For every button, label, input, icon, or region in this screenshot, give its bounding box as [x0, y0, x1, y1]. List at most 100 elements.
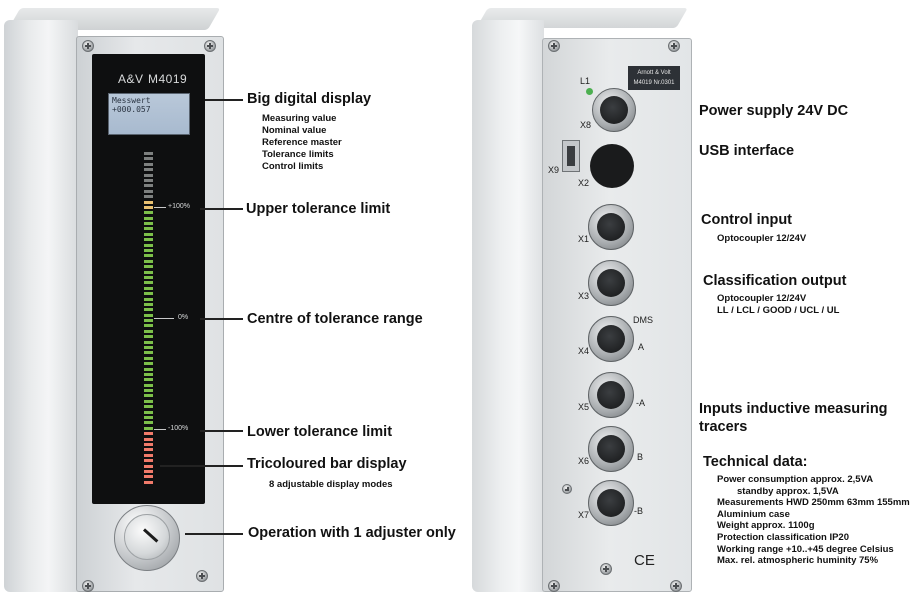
- bar-segment: [144, 232, 153, 236]
- bar-segment: [144, 442, 153, 446]
- bar-segment: [144, 448, 153, 452]
- bar-segment: [144, 308, 153, 312]
- connector-label-x1: X1: [578, 234, 590, 244]
- label-power-supply: Power supply 24V DC: [699, 103, 849, 119]
- bar-segment: [144, 426, 153, 430]
- bar-segment: [144, 410, 153, 414]
- display-items-list: Measuring value Nominal value Reference …: [262, 113, 342, 173]
- label-control-sub: Optocoupler 12/24V: [717, 233, 807, 244]
- inputs-label: Inputs inductive measuring tracers: [699, 400, 888, 436]
- bar-segment: [144, 340, 153, 344]
- plate-line: M4019 Nr.0301: [633, 80, 675, 86]
- bar-segment: [144, 222, 153, 225]
- screw-icon: [670, 580, 682, 592]
- callout-line: [200, 208, 243, 210]
- screw-icon: [548, 580, 560, 592]
- label-centre-tolerance: Centre of tolerance range: [247, 311, 423, 327]
- callout-line: [200, 318, 243, 320]
- bar-segment: [144, 200, 153, 204]
- callout-line: [160, 465, 243, 467]
- input-connector-x7[interactable]: [588, 480, 634, 526]
- scale-tick: [154, 429, 166, 430]
- bar-segment: [144, 216, 153, 220]
- screw-icon: [82, 40, 94, 52]
- classification-output-connector-x3[interactable]: [588, 260, 634, 306]
- technical-data-list: Power consumption approx. 2,5VA standby …: [717, 474, 910, 567]
- screw-icon: [548, 40, 560, 52]
- bar-segment: [144, 399, 153, 403]
- usb-port-x9[interactable]: [562, 140, 580, 172]
- bar-segment: [144, 432, 153, 436]
- bar-segment: [144, 157, 153, 161]
- bar-segment: [144, 265, 153, 269]
- scale-label-lower: -100%: [168, 425, 189, 432]
- connector-label-x7: X7: [578, 510, 590, 520]
- bar-segment: [144, 459, 153, 463]
- classification-sub: Optocoupler 12/24V: [717, 293, 807, 304]
- scale-tick: [154, 207, 166, 208]
- bar-segment: [144, 178, 153, 182]
- tech-item: Weight approx. 1100g: [717, 520, 815, 532]
- input-connector-x4[interactable]: [588, 316, 634, 362]
- bar-segment: [144, 335, 153, 339]
- bar-segment: [144, 168, 153, 172]
- display-item: Nominal value: [262, 125, 327, 136]
- bar-segment: [144, 372, 153, 376]
- dms-label: A: [638, 342, 645, 352]
- power-connector-x8[interactable]: [592, 88, 636, 132]
- bar-segment: [144, 243, 153, 247]
- input-connector-x6[interactable]: [588, 426, 634, 472]
- bar-segment: [144, 238, 153, 242]
- tech-item: Measurements HWD 250mm 63mm 155mm: [717, 497, 910, 509]
- bar-segment: [144, 362, 153, 366]
- screw-icon: [196, 570, 208, 582]
- tech-item: Power consumption approx. 2,5VA: [717, 474, 874, 485]
- tech-item: standby approx. 1,5VA: [737, 485, 839, 497]
- connector-label-x8: X8: [580, 120, 592, 130]
- dms-label: B: [637, 452, 644, 462]
- callout-line: [185, 533, 243, 535]
- label-technical-data: Technical data:: [703, 454, 808, 470]
- callout-line: [205, 99, 243, 101]
- bar-segment: [144, 345, 153, 349]
- display-item: Tolerance limits: [262, 149, 334, 160]
- label-usb: USB interface: [699, 143, 795, 159]
- bar-segment: [144, 378, 153, 382]
- classification-sub-list: Optocoupler 12/24V LL / LCL / GOOD / UCL…: [717, 293, 839, 316]
- control-input-connector-x1[interactable]: [588, 204, 634, 250]
- tech-item: Aluminium case: [717, 508, 790, 520]
- plate-line: Arnott & Volt: [637, 70, 671, 76]
- scale-label-centre: 0%: [178, 314, 189, 321]
- adjuster-knob-top[interactable]: [124, 514, 170, 560]
- bar-segment: [144, 356, 153, 360]
- label-control-input: Control input: [701, 212, 793, 228]
- bar-segment: [144, 351, 153, 355]
- bar-segment: [144, 469, 153, 473]
- bar-segment: [144, 195, 153, 199]
- inputs-line: Inputs inductive measuring: [699, 401, 888, 417]
- input-connector-x5[interactable]: [588, 372, 634, 418]
- label-operation: Operation with 1 adjuster only: [248, 525, 456, 541]
- bar-segment: [144, 249, 153, 252]
- bar-segment: [144, 292, 153, 296]
- scale-tick: [154, 318, 174, 319]
- digital-display: Messwert +000.057: [108, 93, 190, 135]
- connector-label-x9: X9: [548, 165, 560, 175]
- connector-label-x3: X3: [578, 291, 590, 301]
- bar-segment: [144, 162, 153, 166]
- connector-label-x5: X5: [578, 402, 590, 412]
- bar-segment: [144, 313, 153, 317]
- ce-mark: CE: [634, 552, 655, 569]
- label-bar-display: Tricoloured bar display: [247, 456, 407, 472]
- tech-item: Working range +10..+45 degree Celsius: [717, 543, 894, 555]
- bar-segment: [144, 281, 153, 285]
- bar-segment: [144, 286, 153, 290]
- label-lower-tolerance: Lower tolerance limit: [247, 424, 393, 440]
- label-classification: Classification output: [703, 273, 847, 289]
- bar-segment: [144, 475, 153, 479]
- bar-segment: [144, 297, 153, 301]
- inputs-line: tracers: [699, 419, 748, 435]
- bar-segment: [144, 394, 153, 398]
- bar-segment: [144, 211, 153, 215]
- bar-segment: [144, 480, 153, 484]
